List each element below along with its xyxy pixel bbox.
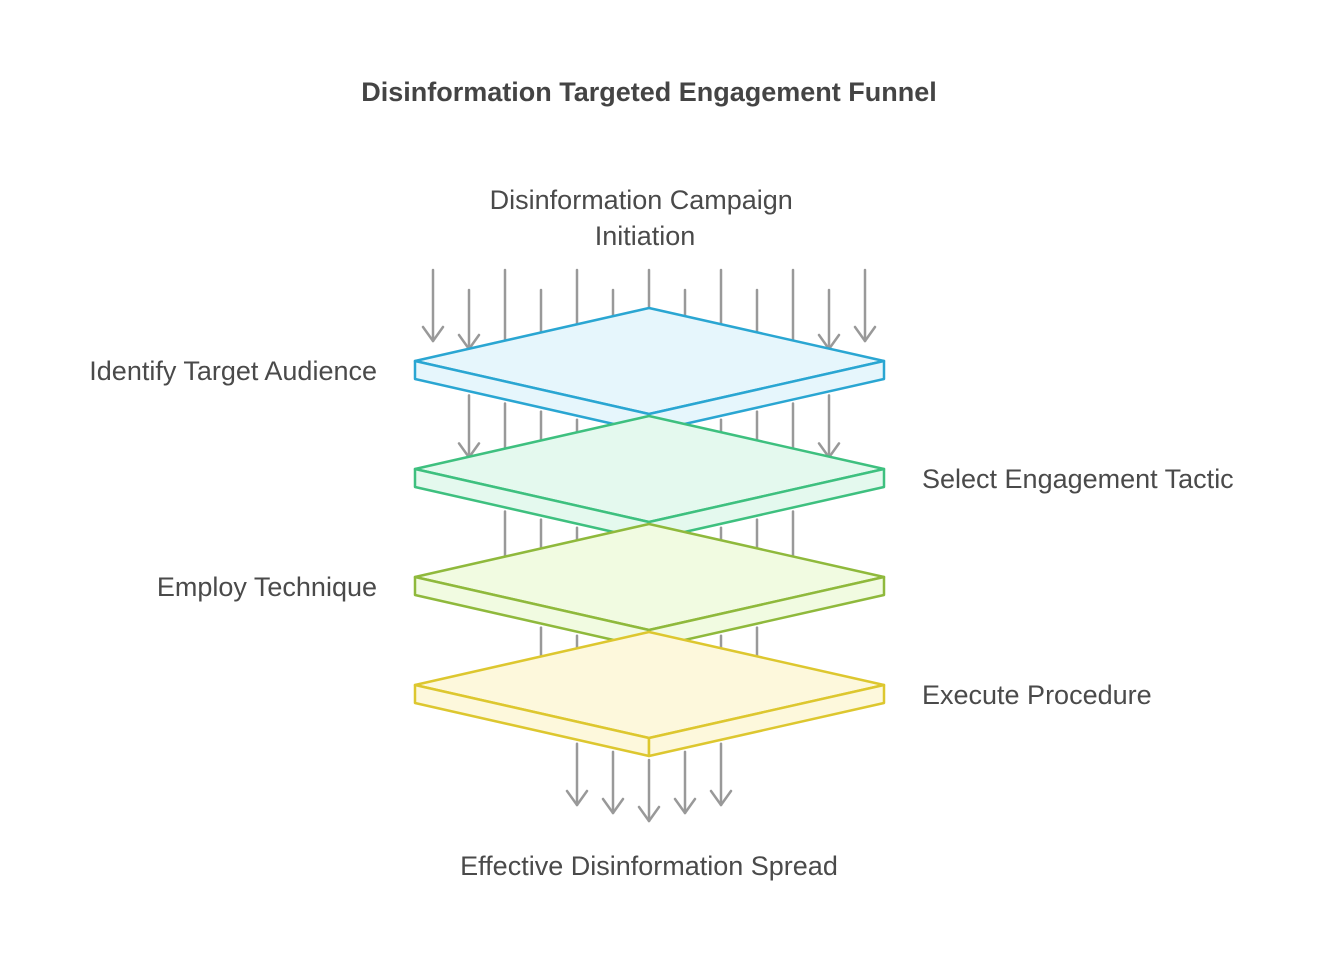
funnel-layer-1 [413,306,886,434]
funnel-layer-2 [413,414,886,542]
arrow-in-13 [853,268,877,343]
funnel-layer-3 [413,522,886,650]
output-label: Effective Disinformation Spread [460,851,838,881]
input-label-line-2: Initiation [595,221,696,251]
arrow-stage-4-3 [637,758,661,823]
input-label-line-1: Disinformation Campaign [490,185,793,215]
layer-top-face [413,522,886,632]
funnel-layer-4 [413,630,886,758]
stage-label-1: Identify Target Audience [89,356,377,386]
arrow-in-12 [817,288,841,351]
arrow-stage-4-2 [601,750,625,815]
arrow-stage-4-4 [673,750,697,815]
layer-top-face [413,414,886,524]
arrow-in-1 [421,268,445,343]
diagram-title: Disinformation Targeted Engagement Funne… [361,77,937,107]
stage-label-3: Employ Technique [157,572,377,602]
arrow-stage-1-1 [457,394,481,459]
stage-label-2: Select Engagement Tactic [922,464,1234,494]
arrow-stage-4-5 [709,742,733,807]
input-label: Disinformation Campaign Initiation [490,185,801,251]
arrow-stage-4-1 [565,742,589,807]
funnel-layers [413,268,886,823]
layer-right-face [647,683,886,758]
arrow-in-2 [457,288,481,351]
layer-top-face [413,306,886,416]
stage-label-4: Execute Procedure [922,680,1152,710]
arrow-stage-1-11 [817,394,841,459]
layer-top-face [413,630,886,740]
